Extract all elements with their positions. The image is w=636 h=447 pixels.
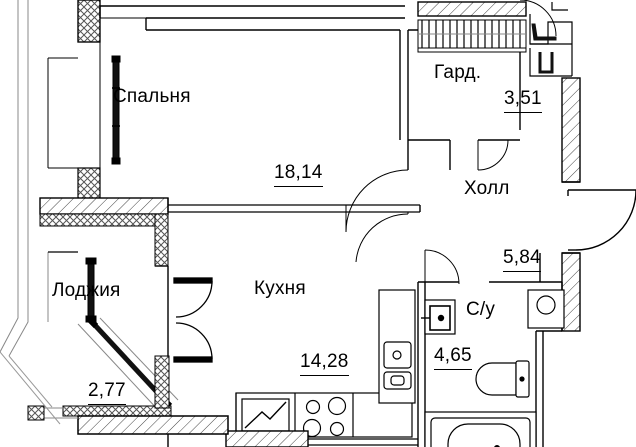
room-area-bathroom: 4,65 bbox=[434, 345, 472, 370]
hall-bedroom-door bbox=[345, 169, 409, 233]
room-area-kitchen: 14,28 bbox=[300, 351, 349, 376]
cooktop bbox=[302, 396, 347, 438]
room-label-wardrobe: Гард. bbox=[434, 62, 482, 83]
entrance-door bbox=[567, 189, 636, 251]
room-label-kitchen: Кухня bbox=[254, 278, 306, 299]
wardrobe-shelving bbox=[417, 19, 527, 53]
washbasin bbox=[527, 289, 565, 329]
hall-bathroom-door bbox=[424, 249, 460, 285]
room-label-bathroom: С/у bbox=[466, 299, 496, 320]
washing-machine bbox=[378, 289, 416, 404]
room-area-loggia: 2,77 bbox=[88, 380, 126, 405]
bathtub bbox=[424, 411, 537, 447]
wall-cabinet bbox=[421, 299, 456, 335]
room-area-wardrobe: 3,51 bbox=[504, 88, 542, 113]
room-label-hall: Холл bbox=[464, 178, 510, 199]
toilet bbox=[475, 360, 530, 398]
kitchen-loggia-door bbox=[173, 277, 213, 363]
room-label-bedroom: Спальня bbox=[113, 86, 191, 107]
kitchen-sink bbox=[241, 398, 290, 432]
bedroom-window bbox=[111, 55, 121, 165]
room-area-hall: 5,84 bbox=[503, 247, 541, 272]
hall-wardrobe-door bbox=[477, 139, 509, 171]
room-label-loggia: Лоджия bbox=[52, 280, 121, 301]
room-area-bedroom: 18,14 bbox=[274, 162, 323, 187]
